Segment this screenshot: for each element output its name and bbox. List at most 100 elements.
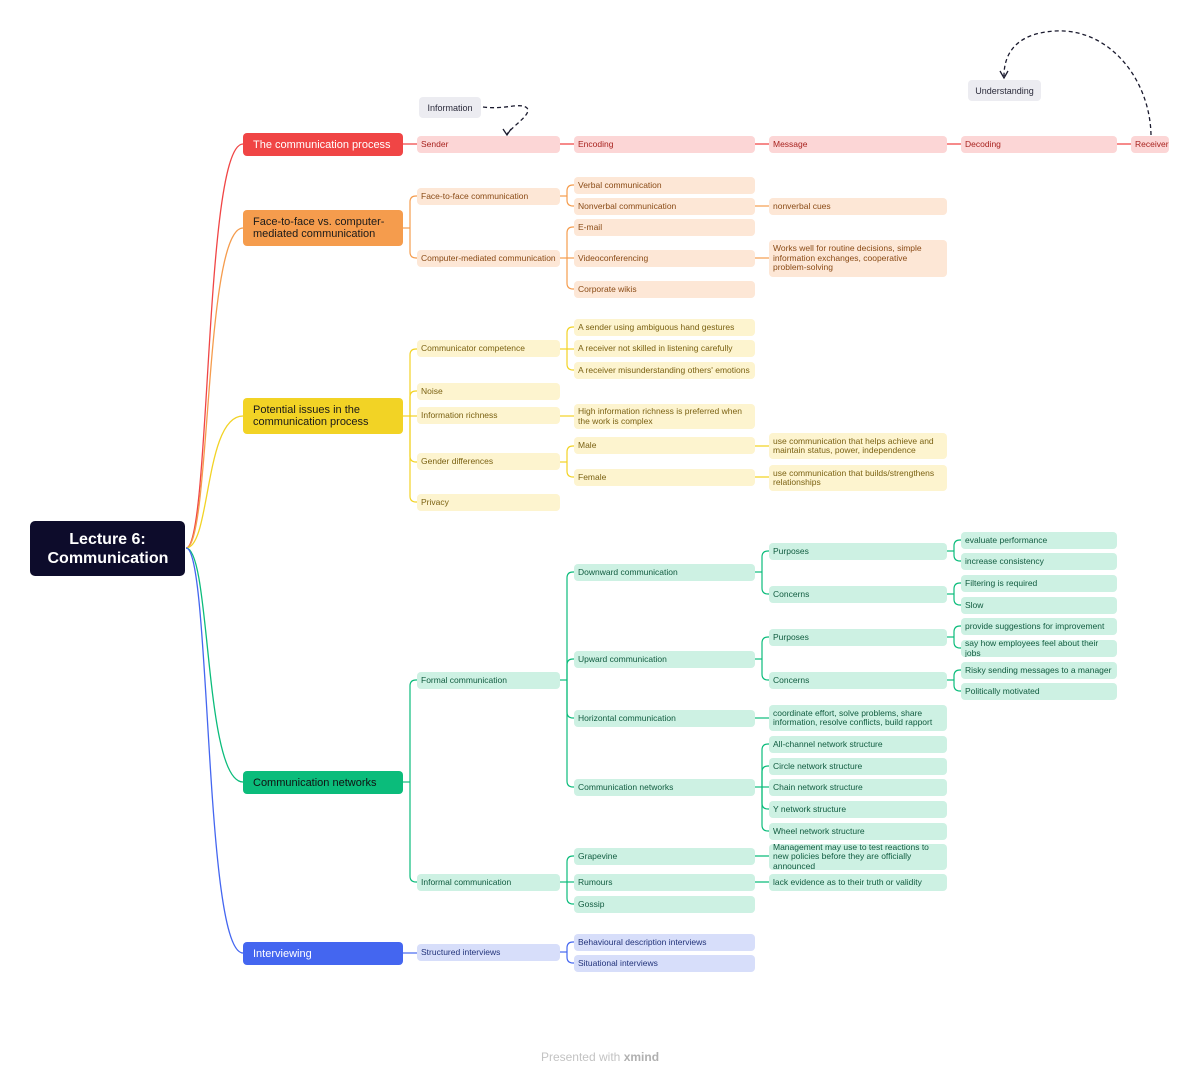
node-grapevine[interactable]: Grapevine — [574, 848, 755, 865]
node-rumours-note[interactable]: lack evidence as to their truth or valid… — [769, 874, 947, 891]
node-label: say how employees feel about their jobs — [965, 640, 1099, 657]
node-female[interactable]: Female — [574, 469, 755, 486]
node-gender-differences[interactable]: Gender differences — [417, 453, 560, 470]
node-grapevine-note[interactable]: Management may use to test reactions to … — [769, 844, 947, 870]
node-label: lack evidence as to their truth or valid… — [773, 876, 922, 887]
node-label: Wheel network structure — [773, 825, 865, 836]
node-label: Female — [578, 471, 607, 482]
connector — [761, 550, 769, 572]
node-label: All-channel network structure — [773, 738, 883, 749]
node-computer-mediated[interactable]: Computer-mediated communication — [417, 250, 560, 267]
node-downward-purposes[interactable]: Purposes — [769, 543, 947, 560]
node-male-note[interactable]: use communication that helps achieve and… — [769, 433, 947, 459]
node-provide-suggestions[interactable]: provide suggestions for improvement — [961, 618, 1117, 635]
branch-potential-issues[interactable]: Potential issues in the communication pr… — [243, 398, 403, 434]
branch-communication-process[interactable]: The communication process — [243, 133, 403, 156]
connector — [566, 882, 574, 905]
branch-interviewing[interactable]: Interviewing — [243, 942, 403, 965]
node-politically-motivated[interactable]: Politically motivated — [961, 683, 1117, 700]
node-male[interactable]: Male — [574, 437, 755, 454]
node-competence-1[interactable]: A sender using ambiguous hand gestures — [574, 319, 755, 336]
node-label: Y network structure — [773, 803, 847, 814]
node-competence-3[interactable]: A receiver misunderstanding others' emot… — [574, 362, 755, 379]
node-upward-concerns[interactable]: Concerns — [769, 672, 947, 689]
connector — [502, 128, 512, 137]
node-receiver[interactable]: Receiver — [1131, 136, 1169, 153]
node-corporate-wikis[interactable]: Corporate wikis — [574, 281, 755, 298]
connector — [185, 415, 244, 549]
node-label: Nonverbal communication — [578, 200, 677, 211]
node-label: Purposes — [773, 631, 809, 642]
node-upward-purposes[interactable]: Purposes — [769, 629, 947, 646]
branch-communication-networks[interactable]: Communication networks — [243, 771, 403, 794]
node-wheel[interactable]: Wheel network structure — [769, 823, 947, 840]
connector — [482, 105, 529, 135]
node-communication-networks[interactable]: Communication networks — [574, 779, 755, 796]
connector — [953, 669, 961, 680]
node-sender[interactable]: Sender — [417, 136, 560, 153]
node-label: Situational interviews — [578, 957, 658, 968]
node-verbal[interactable]: Verbal communication — [574, 177, 755, 194]
node-richness-note[interactable]: High information richness is preferred w… — [574, 404, 755, 429]
node-email[interactable]: E-mail — [574, 219, 755, 236]
node-encoding[interactable]: Encoding — [574, 136, 755, 153]
node-circle[interactable]: Circle network structure — [769, 758, 947, 775]
node-slow[interactable]: Slow — [961, 597, 1117, 614]
node-structured-interviews[interactable]: Structured interviews — [417, 944, 560, 961]
node-informal-communication[interactable]: Informal communication — [417, 874, 560, 891]
node-y-network[interactable]: Y network structure — [769, 801, 947, 818]
node-behavioural-interviews[interactable]: Behavioural description interviews — [574, 934, 755, 951]
floating-topic-information[interactable]: Information — [419, 97, 481, 118]
node-gossip[interactable]: Gossip — [574, 896, 755, 913]
node-face-to-face[interactable]: Face-to-face communication — [417, 188, 560, 205]
connector — [185, 547, 244, 783]
node-privacy[interactable]: Privacy — [417, 494, 560, 511]
connector — [566, 952, 574, 964]
node-label: Filtering is required — [965, 577, 1038, 588]
connector — [1003, 30, 1152, 136]
node-upward[interactable]: Upward communication — [574, 651, 755, 668]
node-noise[interactable]: Noise — [417, 383, 560, 400]
node-decoding[interactable]: Decoding — [961, 136, 1117, 153]
node-nonverbal[interactable]: Nonverbal communication — [574, 198, 755, 215]
node-label: Purposes — [773, 545, 809, 556]
connector — [409, 348, 417, 416]
node-filtering-required[interactable]: Filtering is required — [961, 575, 1117, 592]
node-communicator-competence[interactable]: Communicator competence — [417, 340, 560, 357]
node-videoconferencing[interactable]: Videoconferencing — [574, 250, 755, 267]
node-employees-feel[interactable]: say how employees feel about their jobs — [961, 640, 1117, 657]
node-chain[interactable]: Chain network structure — [769, 779, 947, 796]
node-label: Information richness — [421, 409, 498, 420]
connector — [566, 680, 574, 719]
node-label: Receiver — [1135, 138, 1169, 149]
node-female-note[interactable]: use communication that builds/strengthen… — [769, 465, 947, 491]
node-nonverbal-cues[interactable]: nonverbal cues — [769, 198, 947, 215]
node-label: increase consistency — [965, 555, 1044, 566]
node-formal-communication[interactable]: Formal communication — [417, 672, 560, 689]
node-all-channel[interactable]: All-channel network structure — [769, 736, 947, 753]
branch-label: Communication networks — [253, 776, 377, 789]
connector — [953, 680, 961, 692]
node-risky-messages[interactable]: Risky sending messages to a manager — [961, 662, 1117, 679]
node-video-note[interactable]: Works well for routine decisions, simple… — [769, 240, 947, 277]
node-situational-interviews[interactable]: Situational interviews — [574, 955, 755, 972]
root-topic[interactable]: Lecture 6: Communication — [30, 521, 185, 576]
node-label: Verbal communication — [578, 179, 662, 190]
node-evaluate-performance[interactable]: evaluate performance — [961, 532, 1117, 549]
node-label: evaluate performance — [965, 534, 1048, 545]
connector — [566, 196, 574, 207]
node-message[interactable]: Message — [769, 136, 947, 153]
floating-topic-understanding[interactable]: Understanding — [968, 80, 1041, 101]
node-downward[interactable]: Downward communication — [574, 564, 755, 581]
node-competence-2[interactable]: A receiver not skilled in listening care… — [574, 340, 755, 357]
node-horizontal[interactable]: Horizontal communication — [574, 710, 755, 727]
floating-label: Understanding — [975, 85, 1034, 96]
node-downward-concerns[interactable]: Concerns — [769, 586, 947, 603]
connector — [566, 226, 574, 258]
node-rumours[interactable]: Rumours — [574, 874, 755, 891]
node-horizontal-note[interactable]: coordinate effort, solve problems, share… — [769, 705, 947, 731]
branch-face-to-face[interactable]: Face-to-face vs. computer-mediated commu… — [243, 210, 403, 246]
node-increase-consistency[interactable]: increase consistency — [961, 553, 1117, 570]
node-information-richness[interactable]: Information richness — [417, 407, 560, 424]
node-label: Risky sending messages to a manager — [965, 664, 1112, 675]
